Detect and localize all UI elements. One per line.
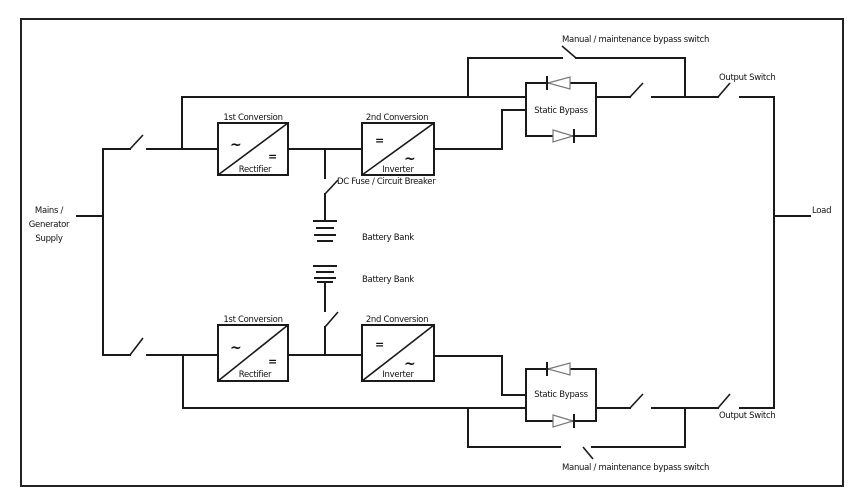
lower-input-switch [129, 337, 144, 356]
lower-maintenance-label: Manual / maintenance bypass switch [562, 463, 709, 473]
upper-load-wire [739, 96, 775, 217]
upper-bypass-line [181, 96, 527, 150]
upper-rectifier-dc-symbol: = [268, 150, 277, 163]
lower-inverter-output-wire [433, 355, 527, 396]
lower-output-switch [717, 393, 731, 409]
upper-inverter-title: 2nd Conversion [366, 113, 428, 123]
upper-battery-label: Battery Bank [362, 233, 414, 243]
ups-unit-lower: 1st Conversion ~ = Rectifier Battery Ban… [102, 215, 776, 473]
upper-maintenance-wire-left [467, 57, 563, 98]
ups-unit-upper: 1st Conversion ~ = Rectifier DC Fuse / C… [102, 35, 776, 243]
upper-dc-fuse-label: DC Fuse / Circuit Breaker [337, 177, 436, 187]
lower-rectifier-label: Rectifier [239, 370, 272, 380]
mains-label-line3: Supply [35, 234, 62, 244]
upper-inverter-ac-symbol: ~ [404, 151, 416, 167]
lower-maintenance-wire-left [467, 407, 561, 448]
upper-maintenance-wire-right [575, 57, 686, 98]
upper-bypass-out-switch [629, 82, 644, 98]
lower-bypass-out-switch [629, 393, 644, 409]
upper-inverter-diagonal [361, 122, 435, 176]
lower-rectifier-dc-symbol: = [268, 355, 277, 368]
lower-rectifier-ac-symbol: ~ [230, 340, 242, 356]
lower-maintenance-switch [582, 446, 594, 460]
upper-inverter-dc-symbol: = [375, 134, 384, 147]
lower-battery-label: Battery Bank [362, 275, 414, 285]
lower-output-switch-label: Output Switch [719, 411, 775, 421]
lower-dc-fuse-switch [324, 311, 339, 328]
upper-dc-fuse-switch [324, 179, 339, 195]
lower-inverter-diagonal [361, 324, 435, 382]
upper-static-bypass-label: Static Bypass [534, 106, 588, 116]
mains-supply: Mains / Generator Supply [29, 148, 104, 356]
mains-label-line2: Generator [29, 220, 70, 230]
lower-load-wire [739, 215, 775, 409]
lower-maintenance-wire-right [591, 407, 686, 448]
lower-thyristor-bottom-icon [552, 414, 576, 428]
upper-input-switch [129, 134, 144, 150]
upper-output-switch-label: Output Switch [719, 73, 775, 83]
upper-maintenance-switch [561, 45, 577, 59]
lower-battery-icon [313, 265, 337, 283]
upper-battery-icon [313, 220, 337, 242]
upper-maintenance-label: Manual / maintenance bypass switch [562, 35, 709, 45]
upper-rectifier-diagonal [217, 122, 289, 176]
lower-static-bypass-label: Static Bypass [534, 390, 588, 400]
upper-thyristor-bottom-icon [552, 129, 576, 143]
upper-inverter-output-wire [433, 109, 527, 150]
upper-rectifier-label: Rectifier [239, 165, 272, 175]
upper-thyristor-top-icon [545, 76, 571, 90]
upper-inverter-label: Inverter [382, 165, 414, 175]
lower-bypass-line [182, 354, 527, 409]
lower-thyristor-top-icon [545, 362, 571, 376]
lower-inverter-dc-symbol: = [375, 338, 384, 351]
lower-inverter-label: Inverter [382, 370, 414, 380]
upper-output-switch [717, 82, 731, 98]
mains-label-line1: Mains / [35, 206, 64, 216]
lower-rectifier-diagonal [217, 324, 289, 382]
load-label: Load [812, 206, 831, 216]
lower-inverter-title: 2nd Conversion [366, 315, 428, 325]
upper-rectifier-ac-symbol: ~ [230, 137, 242, 153]
upper-rectifier-title: 1st Conversion [223, 113, 282, 123]
lower-rectifier-title: 1st Conversion [223, 315, 282, 325]
diagram-frame [20, 18, 844, 487]
lower-inverter-ac-symbol: ~ [404, 356, 416, 372]
